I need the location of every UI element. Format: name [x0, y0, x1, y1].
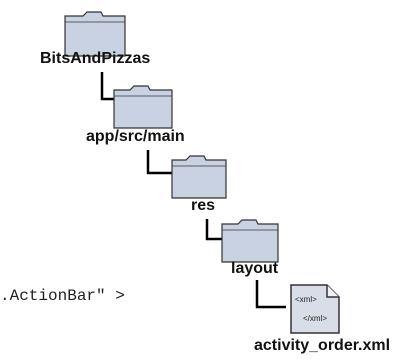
connector-4 [255, 280, 286, 309]
folder-icon [63, 10, 127, 58]
connector-2 [146, 150, 172, 175]
folder-icon [170, 154, 228, 200]
xml-file-icon: <xml> </xml> [287, 281, 343, 337]
connector-1 [100, 72, 116, 101]
file-icon-bottom-text: </xml> [303, 314, 327, 323]
folder-label-bitsandpizzas: BitsAndPizzas [40, 50, 151, 67]
folder-icon [220, 218, 280, 264]
folder-label-app-src-main: app/src/main [86, 128, 185, 145]
file-label-activity-order-xml: activity_order.xml [254, 337, 391, 354]
folder-label-res: res [191, 197, 216, 214]
folder-icon [112, 84, 174, 130]
folder-label-layout: layout [231, 260, 279, 277]
file-icon-top-text: <xml> [295, 295, 317, 304]
code-fragment: .ActionBar" > [0, 287, 125, 305]
connector-3 [205, 219, 224, 241]
